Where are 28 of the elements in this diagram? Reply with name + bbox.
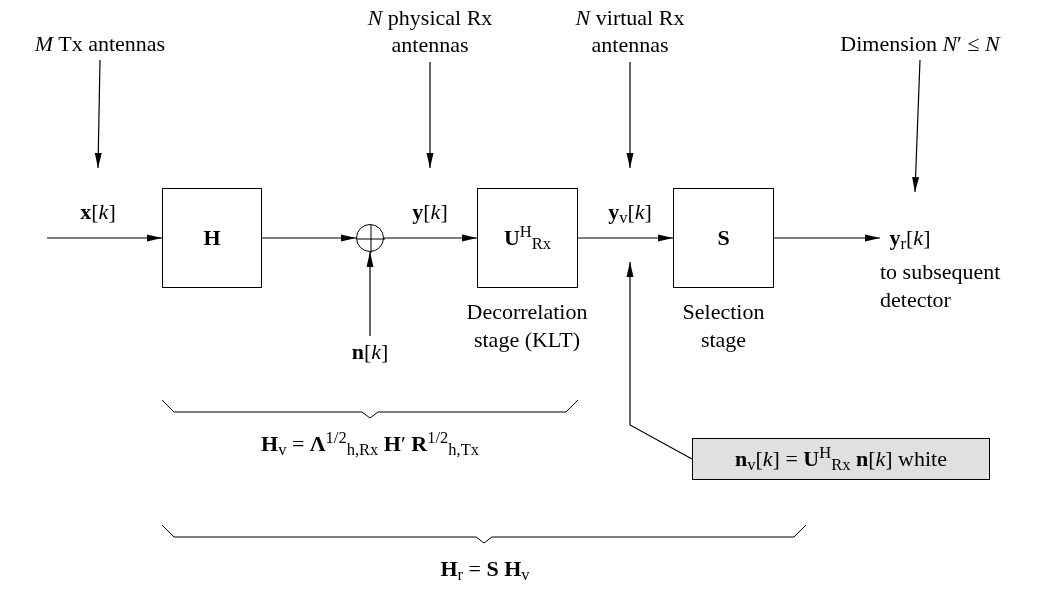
- antenna-caption: N physical Rx antennas: [360, 0, 500, 62]
- node-label: Decorrelation stage (KLT): [465, 298, 589, 353]
- node-label: to subsequent detector: [880, 258, 1002, 313]
- leader-arrow: [94, 59, 102, 169]
- leader-arrow: [626, 61, 634, 169]
- node-label: Selection stage: [681, 298, 766, 353]
- leader-arrow: [426, 61, 434, 169]
- arrow: [261, 234, 357, 242]
- arrow: [366, 251, 374, 337]
- edge-label: y$_{v}$[k]: [608, 198, 652, 226]
- leader-arrow: [912, 59, 921, 193]
- antenna-caption: N virtual Rx antennas: [560, 0, 700, 62]
- edge-label: x[k]: [80, 198, 116, 226]
- adder-circle: [356, 224, 384, 252]
- leader-arrow: [626, 261, 693, 460]
- dimension-caption: Dimension N′ ≤ N: [800, 28, 1040, 60]
- arrow: [383, 234, 478, 242]
- noise-signal: n[k]: [340, 336, 400, 368]
- noise-note-box: n$_{v}$[k] = U$^{H}$$_{Rx}$ n[k] white: [692, 438, 990, 480]
- output-signal: y$_{r}$[k]: [880, 222, 940, 254]
- selection-block: S: [673, 188, 774, 288]
- edge-label: y[k]: [412, 198, 448, 226]
- formula: H$_{r}$ = S H$_{v}$: [439, 555, 531, 583]
- channel-block: H: [162, 188, 262, 288]
- leader-arrow: [46, 234, 163, 242]
- antenna-caption: M Tx antennas: [0, 28, 200, 60]
- arrow: [773, 234, 881, 242]
- arrow: [577, 234, 674, 242]
